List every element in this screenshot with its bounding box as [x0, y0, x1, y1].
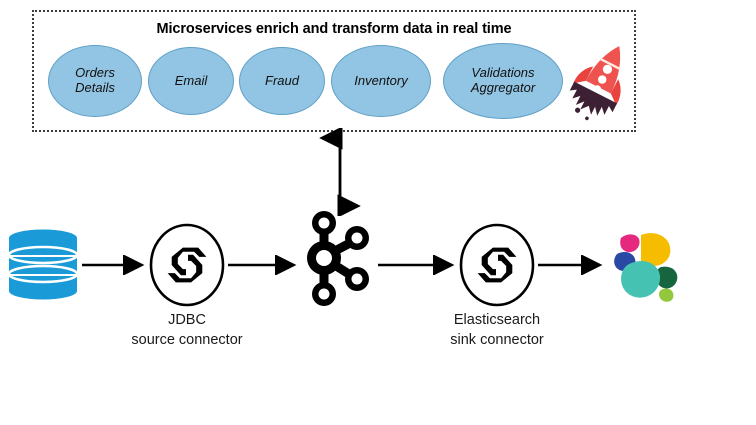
- service-node-validations-aggregator[interactable]: Validations Aggregator: [443, 43, 563, 119]
- service-label-line1: Validations: [471, 65, 535, 81]
- caption-line2: sink connector: [450, 331, 544, 348]
- apache-kafka-logo: [307, 211, 369, 306]
- flow-arrow-jdbc-to-kafka: [228, 255, 297, 275]
- flow-arrow-connector-to-elasticsearch: [538, 255, 603, 275]
- jdbc-connector-caption: JDBC source connector: [97, 311, 277, 350]
- microservices-panel-title: Microservices enrich and transform data …: [156, 21, 512, 37]
- caption-line1: Elasticsearch: [453, 312, 541, 328]
- service-label-line1: Fraud: [265, 72, 299, 88]
- database-cylinder-icon: [7, 229, 79, 300]
- service-node-inventory[interactable]: Inventory: [331, 45, 431, 117]
- service-label-line1: Email: [174, 72, 208, 88]
- service-label-line1: Inventory: [354, 72, 408, 88]
- flow-arrow-db-to-jdbc: [82, 255, 145, 275]
- rocket-icon: [569, 46, 621, 121]
- elasticsearch-sink-connector-icon[interactable]: [458, 223, 536, 307]
- service-label-line2: Aggregator: [470, 80, 536, 95]
- elasticsearch-logo: [614, 233, 678, 302]
- caption-line2: source connector: [131, 331, 243, 348]
- flow-arrow-kafka-to-es-connector: [378, 255, 455, 275]
- kafka-microservices-link-arrow: [319, 128, 361, 216]
- service-label-line2: Details: [75, 80, 115, 95]
- service-label-line1: Orders: [75, 65, 115, 81]
- jdbc-source-connector-icon[interactable]: [148, 223, 226, 307]
- service-node-orders-details[interactable]: Orders Details: [48, 45, 142, 117]
- elasticsearch-connector-caption: Elasticsearch sink connector: [407, 311, 587, 350]
- service-node-fraud[interactable]: Fraud: [239, 47, 325, 115]
- service-node-email[interactable]: Email: [148, 47, 234, 115]
- caption-line1: JDBC: [168, 312, 206, 328]
